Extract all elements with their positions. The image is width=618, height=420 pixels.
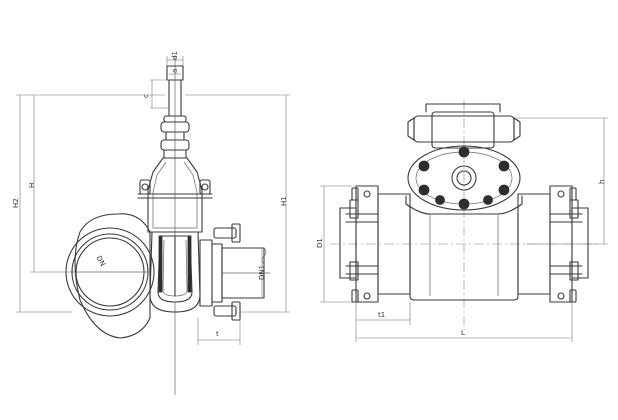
label-d1: d1 (171, 51, 179, 60)
top-body (405, 195, 523, 301)
label-a: a (171, 69, 179, 73)
top-labels: D1 h t1 L (316, 180, 606, 337)
label-l: L (461, 329, 465, 337)
label-h: H (28, 183, 36, 188)
pipe-connection (199, 223, 270, 321)
label-d1-top: D1 (316, 238, 324, 248)
bolt-hole (498, 184, 510, 196)
top-view: D1 h t1 L (316, 100, 608, 342)
label-h-top: h (598, 180, 606, 184)
bolt-hole (418, 184, 430, 196)
left-flange (339, 185, 411, 303)
label-h1: H1 (280, 196, 288, 206)
bolt-hole (458, 146, 470, 158)
label-t: t (216, 330, 219, 338)
top-dimensions (320, 117, 608, 342)
spindle (166, 55, 184, 395)
label-dn1: DN1 (258, 265, 266, 280)
label-dn: DN (95, 255, 107, 268)
oval-flange (407, 145, 521, 211)
side-view: d1 a c H2 H H1 DN DN1 t (12, 51, 290, 395)
bolt-hole (498, 160, 510, 172)
bonnet (137, 157, 213, 233)
body-flange-round (65, 213, 155, 339)
bolt-hole (435, 195, 445, 205)
bolt-hole (483, 195, 493, 205)
label-t1: t1 (378, 311, 385, 319)
bolt-hole (418, 160, 430, 172)
bolt-hole (458, 198, 470, 210)
gland (160, 115, 190, 159)
label-h2: H2 (12, 198, 20, 208)
label-c: c (142, 94, 150, 98)
valve-body (149, 231, 201, 313)
side-dimensions (16, 56, 290, 345)
